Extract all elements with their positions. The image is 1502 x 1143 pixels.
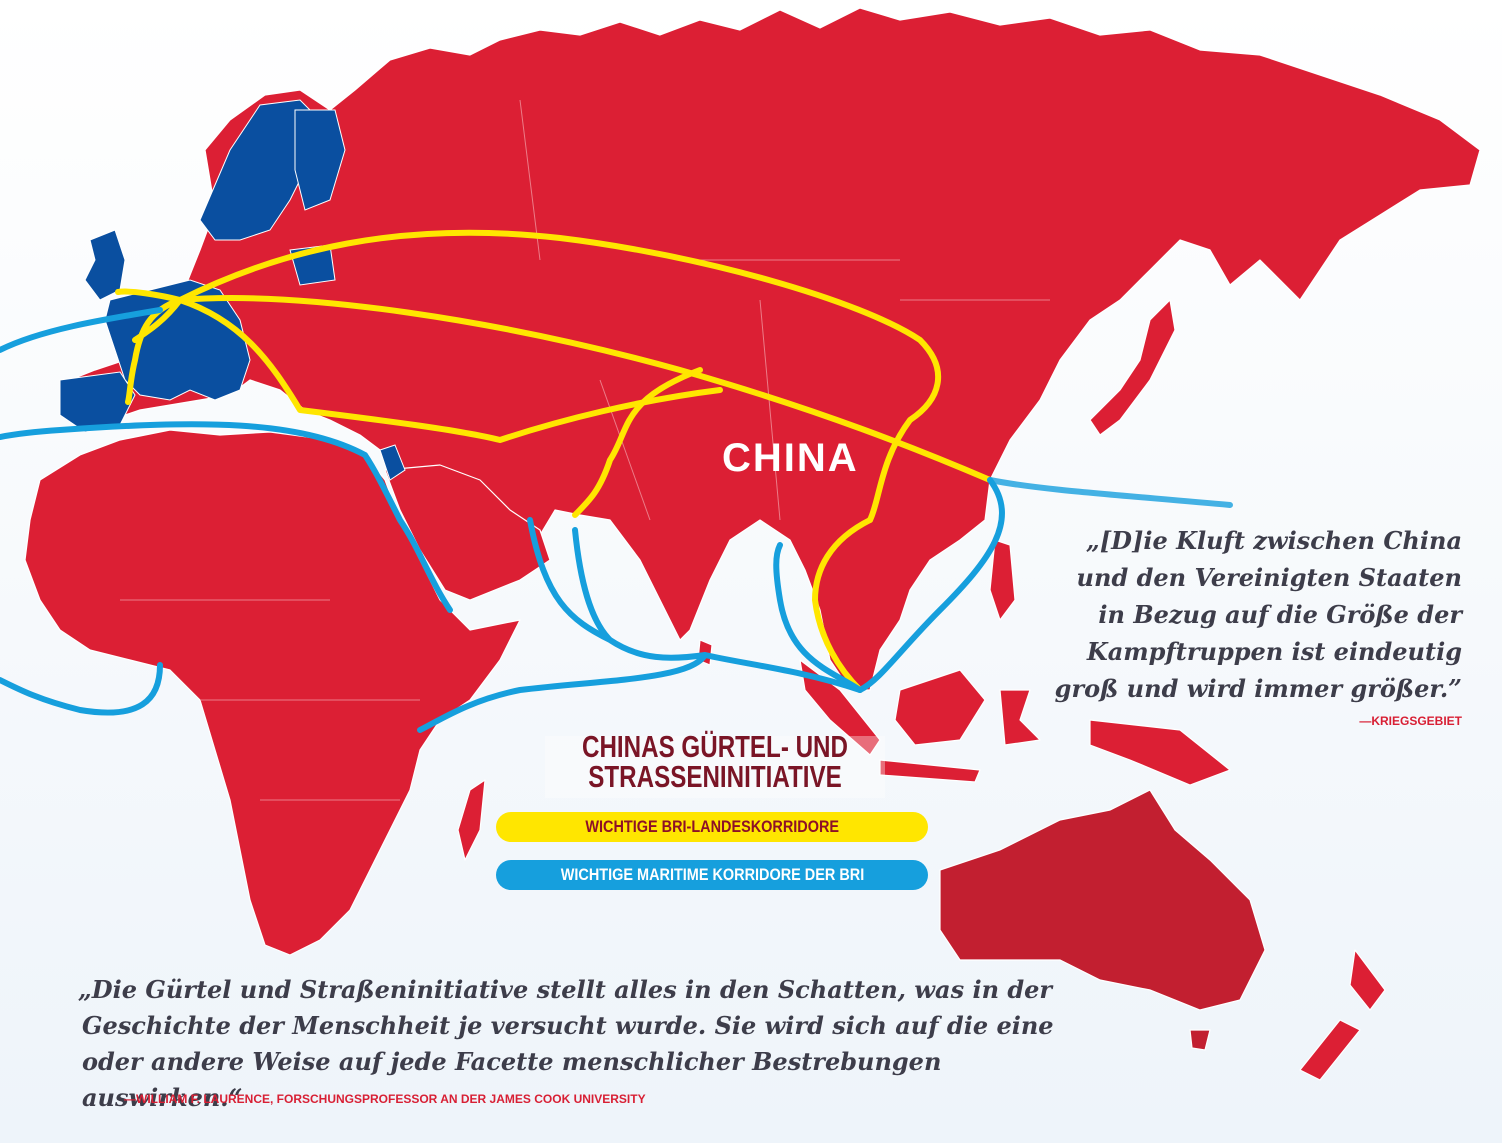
tasmania [1189,1029,1211,1051]
borneo [894,669,986,746]
australia [939,789,1266,1011]
maritime-corridor-south-china-sea [857,477,1005,693]
maritime-corridors [0,307,1233,733]
quote-right: „[D]ie Kluft zwischen China und den Vere… [992,522,1462,707]
iberia [59,371,136,433]
quote-line: „Die Gürtel und Straßeninitiative stellt… [78,975,1053,1004]
quote-line: oder andere Weise auf jede Facette mensc… [82,1047,942,1112]
new-zealand [1299,949,1386,1081]
uk-island [84,229,126,301]
legend-item-land-corridors: WICHTIGE BRI-LANDESKORRIDORE [496,812,928,842]
maritime-corridor-red-sea [0,421,453,613]
philippines [989,539,1016,621]
quote-bottom: „Die Gürtel und Straßeninitiative stellt… [78,972,1078,1116]
maritime-corridor-main [987,477,1233,508]
quote-line: groß und wird immer größer.” [1054,674,1462,703]
legend-title-line-2: STRASSENINITIATIVE [588,759,842,794]
legend-title-backdrop [545,736,885,798]
legend-title-line-1: CHINAS GÜRTEL- UND [582,729,848,764]
maritime-corridor-atlantic [0,307,163,353]
japan [1089,299,1176,436]
land-corridor-northern [177,229,941,523]
madagascar [457,779,486,861]
land-corridor-southern [177,297,723,443]
quote-line: und den Vereinigten Staaten [1076,563,1462,592]
china-label: CHINA [722,436,859,480]
western-europe [104,279,251,401]
legend-item-label: WICHTIGE MARITIME KORRIDORE DER BRI [560,865,864,884]
legend-title: CHINAS GÜRTEL- UND STRASSENINITIATIVE [575,729,856,794]
land-corridor-central [177,295,993,483]
quote-line: Geschichte der Menschheit je versucht wu… [82,1011,1054,1040]
quote-bottom-source: —WILLIAM F. LAURENCE, FORSCHUNGSPROFESSO… [124,1092,646,1106]
legend-item-maritime-corridors: WICHTIGE MARITIME KORRIDORE DER BRI [496,860,928,890]
quote-line: Kampftruppen ist eindeutig [1086,637,1462,666]
quote-right-source: —KRIEGSGEBIET [1359,714,1462,728]
new-guinea [1089,719,1231,786]
quote-line: „[D]ie Kluft zwischen China [1086,526,1462,555]
land-corridor-southeast [812,517,873,693]
maritime-corridor-indian-ocean [417,517,863,733]
java [879,759,981,783]
jordan-highlight [379,444,406,481]
finland [294,109,346,211]
maritime-corridor-west-africa [0,662,163,716]
eurasia-landmass [59,7,1481,691]
borders [120,99,1050,801]
land-corridors [115,229,993,693]
sumatra [799,659,881,756]
maritime-corridor-malacca [773,542,863,693]
legend-item-label: WICHTIGE BRI-LANDESKORRIDORE [585,817,839,836]
quote-line: in Bezug auf die Größe der [1098,600,1462,629]
land-corridor-pakistan [572,367,703,518]
sulawesi [999,689,1041,746]
